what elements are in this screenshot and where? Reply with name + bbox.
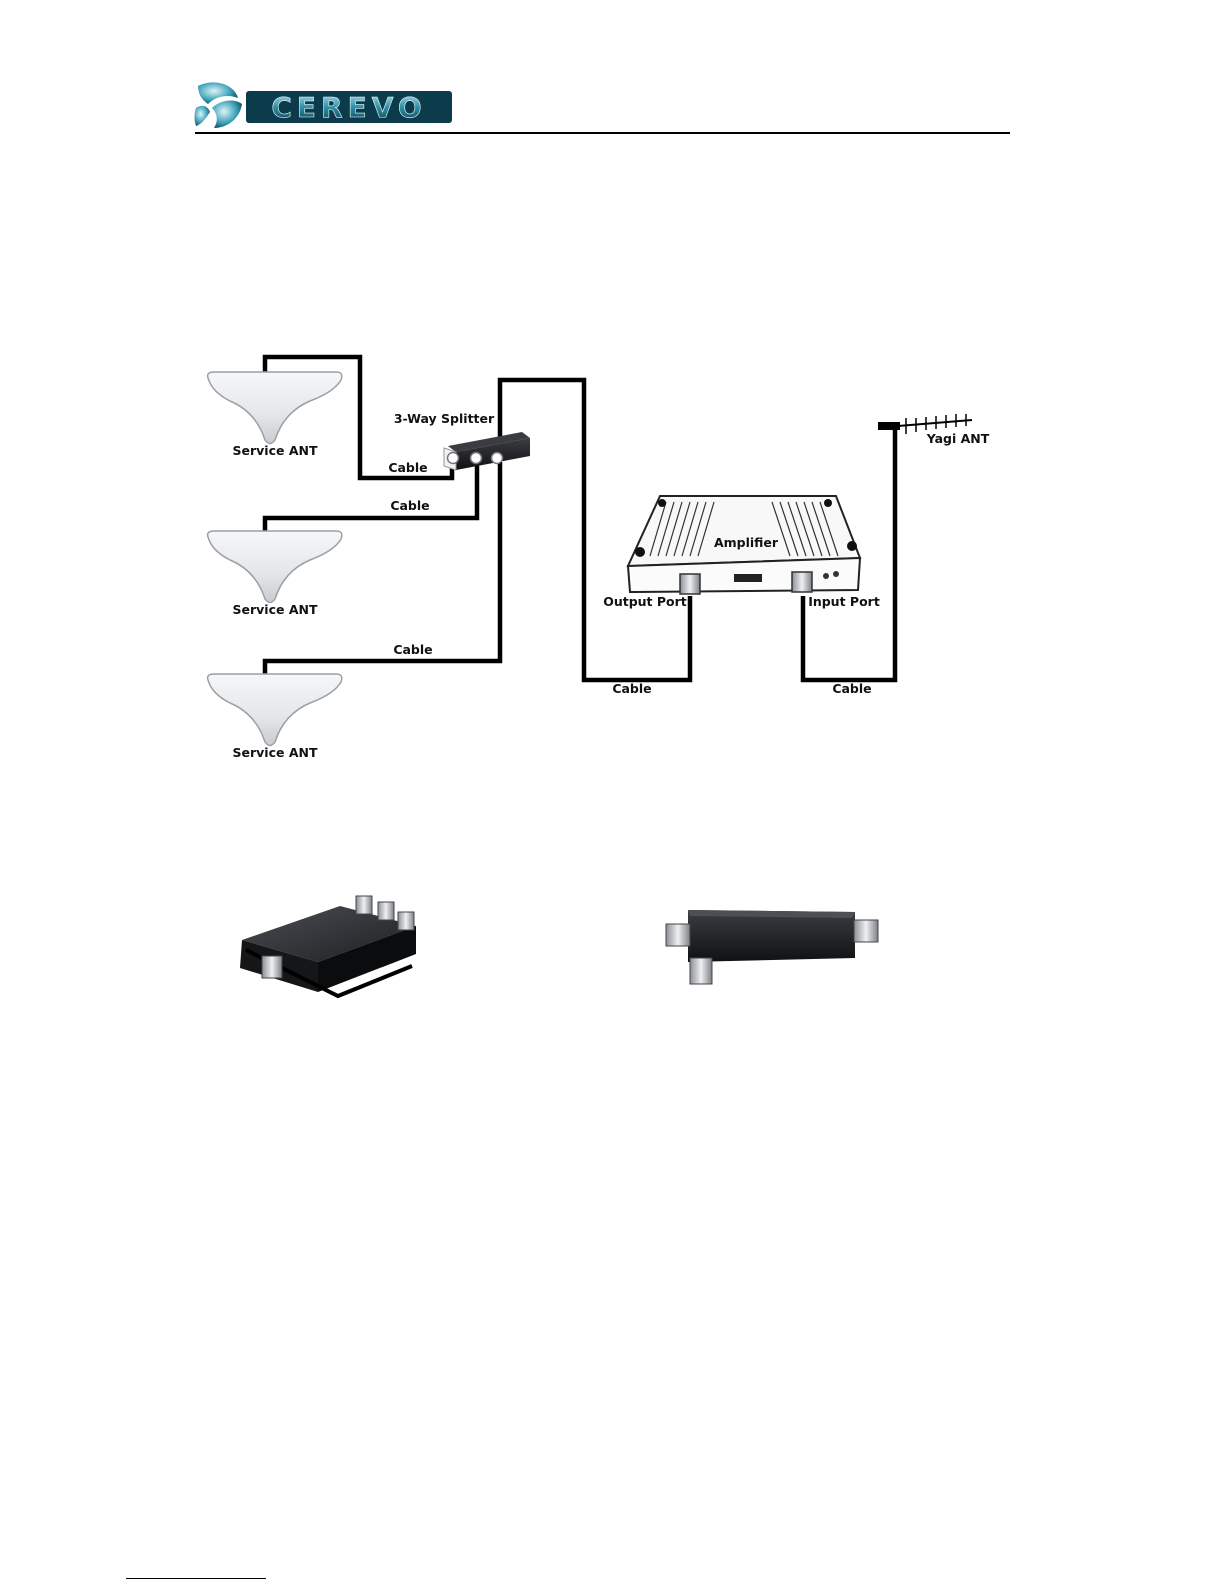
yagi-antenna-icon — [878, 422, 900, 430]
cable-label: Cable — [612, 681, 651, 696]
input-port-label: Input Port — [808, 594, 880, 609]
service-antenna-icon — [208, 531, 342, 603]
service-antenna-icon — [208, 372, 342, 444]
service-antenna-icon — [208, 674, 342, 746]
cable-label: Cable — [390, 498, 429, 513]
splitter-port-icon — [471, 453, 482, 464]
service-antenna-3: Service ANT — [208, 674, 342, 760]
service-ant-label: Service ANT — [233, 745, 318, 760]
service-ant-label: Service ANT — [233, 443, 318, 458]
footer-rule — [126, 1578, 266, 1579]
service-ant-label: Service ANT — [233, 602, 318, 617]
cable-label: Cable — [388, 460, 427, 475]
amplifier-label: Amplifier — [714, 535, 779, 550]
three-way-splitter-photo — [240, 896, 416, 996]
cable-ant3-splitter — [265, 462, 500, 680]
splitter-label: 3-Way Splitter — [394, 411, 495, 426]
output-port-label: Output Port — [603, 594, 687, 609]
amplifier-device: Amplifier Output Port Input Port — [603, 496, 880, 609]
yagi-ant-label: Yagi ANT — [926, 431, 990, 446]
cable-ant2-splitter — [265, 462, 477, 537]
coupler-photo — [666, 910, 878, 984]
splitter-port-icon — [492, 453, 503, 464]
input-port-connector-icon — [792, 572, 812, 592]
splitter-port-icon — [448, 453, 459, 464]
service-antenna-2: Service ANT — [208, 531, 342, 617]
service-antenna-1: Service ANT — [208, 372, 342, 458]
cable-label: Cable — [393, 642, 432, 657]
cable-label: Cable — [832, 681, 871, 696]
output-port-connector-icon — [680, 574, 700, 594]
